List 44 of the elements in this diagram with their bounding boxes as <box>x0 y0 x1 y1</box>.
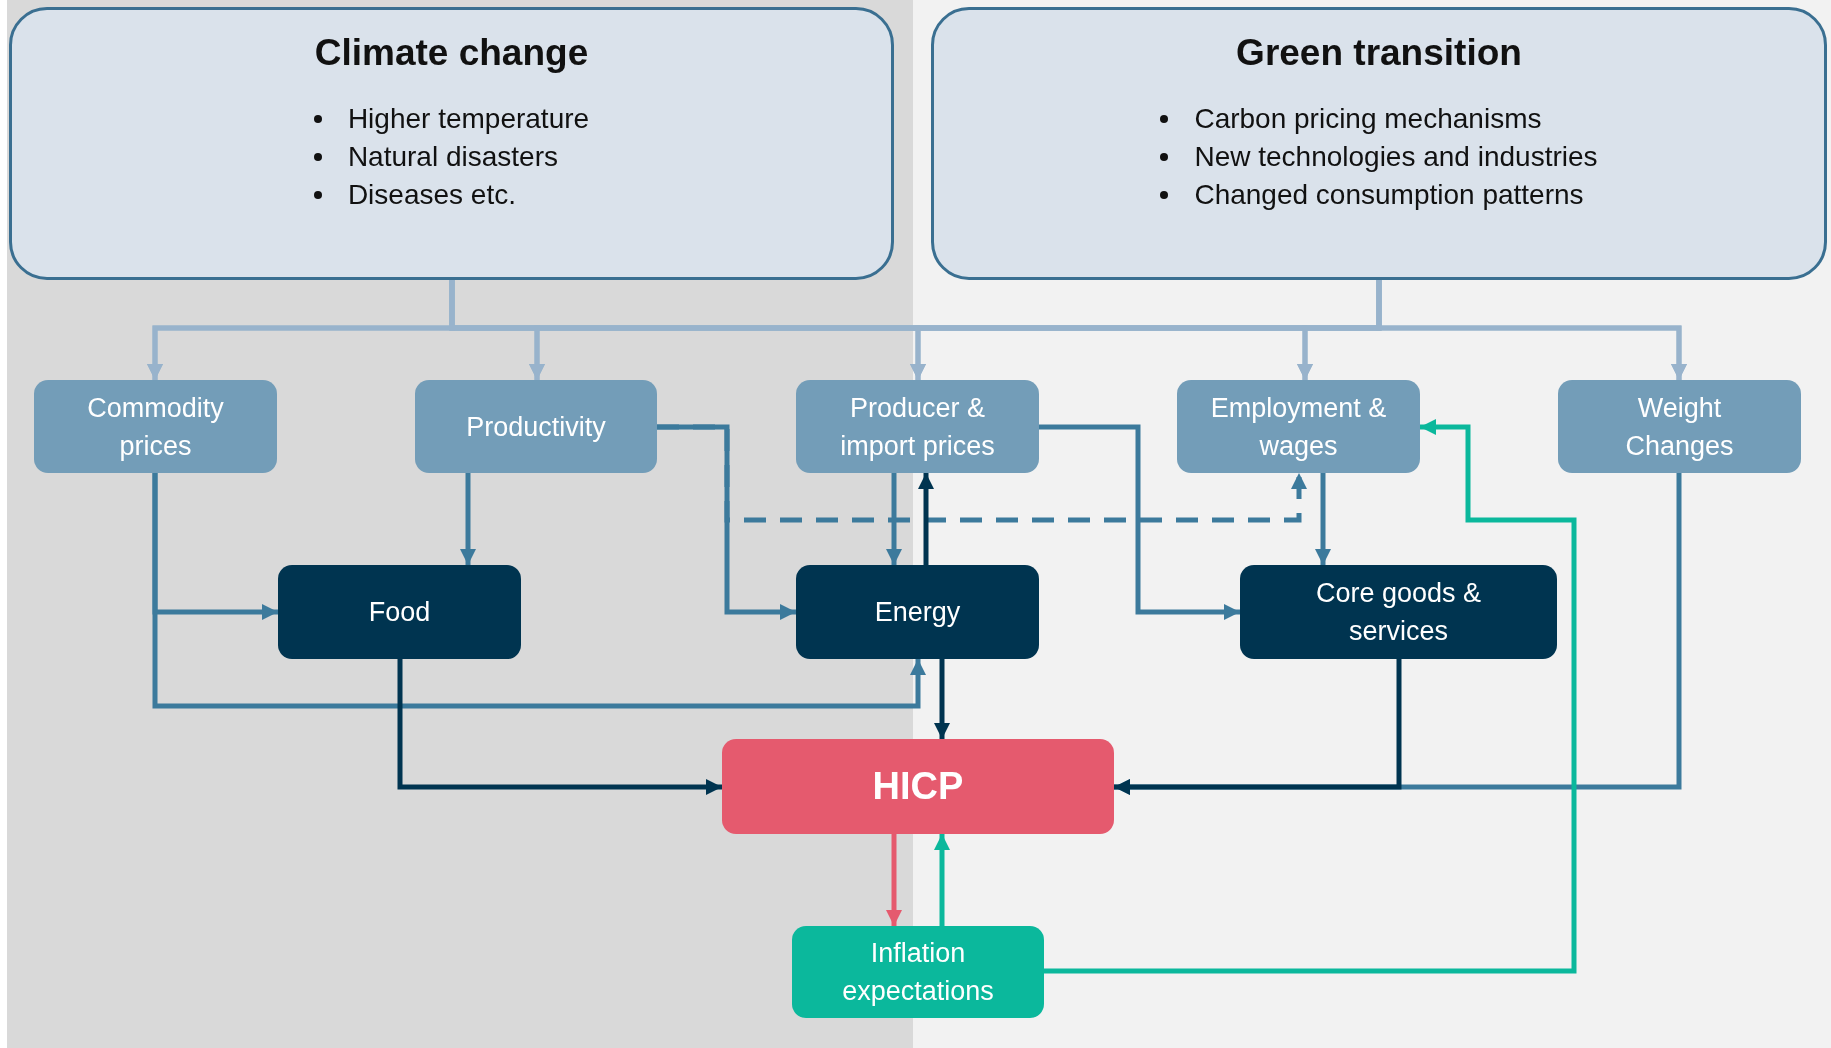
factor-box <box>1558 380 1801 473</box>
arrow <box>934 834 950 926</box>
topic-panel <box>9 7 894 280</box>
factor-box <box>1177 380 1420 473</box>
arrow <box>1315 473 1331 565</box>
factor-box <box>792 926 1044 1018</box>
arrow <box>918 473 934 565</box>
factor-box <box>415 380 657 473</box>
box-label: Productivity <box>465 410 607 444</box>
arrow <box>1039 424 1240 620</box>
box-label: Energy <box>873 596 962 629</box>
bullet-item: Higher temperature <box>347 102 590 136</box>
arrow <box>1044 419 1577 974</box>
box-label: Food <box>367 596 432 629</box>
arrow <box>152 473 926 709</box>
bullet-item: Carbon pricing mechanisms <box>1194 102 1542 136</box>
arrow <box>460 473 476 565</box>
factor-box <box>1240 565 1557 659</box>
bullet-item: New technologies and industries <box>1194 140 1598 174</box>
topic-panel <box>931 7 1827 280</box>
panel-title: Green transition <box>1236 32 1522 74</box>
factor-box <box>34 380 277 473</box>
box-label: Core goods & services <box>1314 577 1483 648</box>
bullet-item: Natural disasters <box>347 140 558 174</box>
box-label: HICP <box>871 765 965 808</box>
arrow <box>397 659 722 795</box>
box-label: Producer & import prices <box>839 391 996 463</box>
panel-title: Climate change <box>314 32 589 74</box>
factor-box <box>796 380 1039 473</box>
arrow <box>886 834 902 926</box>
box-label: Commodity prices <box>86 391 225 463</box>
arrow <box>1376 280 1687 380</box>
box-label: Weight Changes <box>1624 391 1735 463</box>
arrow <box>886 473 902 565</box>
factor-box <box>796 565 1039 659</box>
factor-box <box>278 565 521 659</box>
arrow <box>1114 659 1402 795</box>
index-box <box>722 739 1114 834</box>
box-label: Employment & wages <box>1209 391 1388 463</box>
bullet-item: Diseases etc. <box>347 178 516 212</box>
arrow <box>934 659 950 739</box>
box-label: Inflation expectations <box>841 937 995 1008</box>
dashed-arrow <box>657 424 1307 523</box>
bullet-item: Changed consumption patterns <box>1194 178 1584 212</box>
